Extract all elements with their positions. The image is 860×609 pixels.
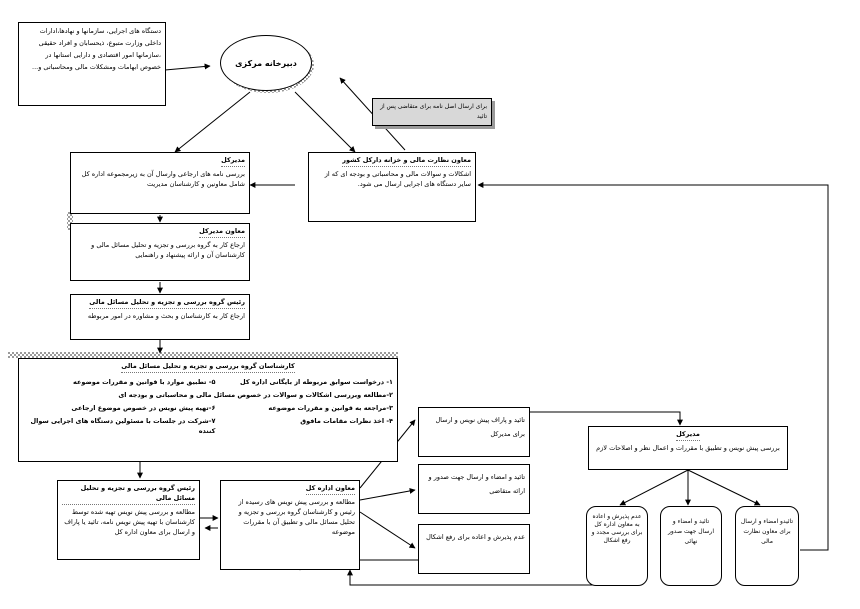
deputy-dg-box: معاون مدیرکل ارجاع کار به گروه بررسی و ت… [70, 223, 250, 281]
dg-bottom-box: مدیرکل بررسی پیش نویس و تطبیق با مقررات … [588, 426, 788, 470]
dg-bottom-body: بررسی پیش نویس و تطبیق با مقررات و اعمال… [596, 444, 780, 452]
dg-bottom-title: مدیرکل [676, 429, 700, 441]
expert-task-5: ۵- تطبیق موارد با قوانین و مقررات موضوعه [73, 378, 216, 386]
secretariat-label: دبیرخانه مرکزی [235, 58, 297, 68]
deputy-dg-body: ارجاع کار به گروه بررسی و تجزیه و تحلیل … [91, 241, 245, 259]
end-reject-box: عدم پذیرش و اعاده به معاون اداره کل برای… [586, 506, 648, 586]
end-reject-text: عدم پذیرش و اعاده به معاون اداره کل برای… [591, 513, 643, 544]
deputy-dg-title: معاون مدیرکل [199, 226, 245, 238]
option-reject-text: عدم پذیرش و اعاده برای رفع اشکال [426, 533, 525, 541]
end-to-deputy-box: تائیدو امضاء و ارسال برای معاون نظارت ما… [735, 506, 799, 586]
arrow-source-to-secretariat [164, 63, 211, 71]
experts-hatch [8, 352, 398, 358]
deputy-bottom-body: مطالعه و بررسی پیش نویس های رسیده از رئی… [238, 498, 355, 536]
option-approve-initial-box: تائید و پاراف پیش نویس و ارسال برای مدیر… [418, 407, 530, 457]
option-reject-box: عدم پذیرش و اعاده برای رفع اشکال [418, 524, 530, 574]
dg-top-title: مدیرکل [221, 155, 245, 167]
expert-task-7: ۷-شرکت در جلسات با مسئولین دستگاه های اج… [30, 417, 216, 435]
original-letter-note: برای ارسال اصل نامه برای متقاضی پس از تا… [372, 98, 492, 126]
end-final-issue-box: تائید و امضاء و ارسال جهت صدور نهائی [660, 506, 722, 586]
experts-box: کارشناسان گروه بررسی و تجزیه و تحلیل مسا… [18, 358, 398, 462]
group-head-top-title: رئیس گروه بررسی و تجزیه و تحلیل مسائل ما… [89, 297, 245, 309]
group-head-top-body: ارجاع کار به کارشناسان و بحث و مشاوره در… [87, 312, 245, 320]
deputy-bottom-box: معاون اداره کل مطالعه و بررسی پیش نویس ه… [220, 480, 360, 570]
secretariat-ellipse: دبیرخانه مرکزی [220, 35, 312, 91]
group-head-bottom-box: رئیس گروه بررسی و تجزیه و تحلیل مسائل ما… [57, 480, 200, 560]
expert-task-1: ۱- درخواست سوابق مربوطه از بایگانی اداره… [240, 378, 393, 386]
option-approve-sign-box: تائید و امضاء و ارسال جهت صدور و ارائه م… [418, 464, 530, 514]
end-final-issue-text: تائید و امضاء و ارسال جهت صدور نهائی [668, 518, 714, 545]
original-letter-note-text: برای ارسال اصل نامه برای متقاضی پس از تا… [380, 103, 487, 120]
option-approve-initial-text: تائید و پاراف پیش نویس و ارسال برای مدیر… [435, 416, 525, 438]
deputy-bottom-title: معاون اداره کل [305, 483, 355, 495]
end-to-deputy-text: تائیدو امضاء و ارسال برای معاون نظارت ما… [740, 518, 794, 545]
experts-title: کارشناسان گروه بررسی و تجزیه و تحلیل مسا… [121, 361, 295, 373]
group-head-bottom-body: مطالعه و بررسی پیش نویس تهیه شده توسط کا… [64, 508, 195, 536]
arrow-secretariat-to-dg [174, 91, 251, 153]
expert-task-4: ۴- اخذ نظرات مقامات مافوق [300, 417, 393, 425]
source-text: دستگاه های اجرایی، سازمانها و نهادها،ادا… [32, 27, 161, 71]
dg-top-body: بررسی نامه های ارجاعی وارسال آن به زیرمج… [81, 170, 245, 188]
expert-task-3: ۳-مراجعه به قوانین و مقررات موضوعه [268, 404, 393, 412]
source-box: دستگاه های اجرایی، سازمانها و نهادها،ادا… [18, 22, 166, 106]
treasury-deputy-title: معاون نظارت مالی و خزانه دارکل کشور [342, 155, 471, 167]
arrow-secretariat-to-deputy [294, 91, 356, 153]
expert-task-2: ۲-مطالعه وبررسی اشکالات و سوالات در خصوص… [118, 391, 393, 399]
group-head-bottom-title: رئیس گروه بررسی و تجزیه و تحلیل مسائل ما… [62, 483, 195, 505]
group-head-top-box: رئیس گروه بررسی و تجزیه و تحلیل مسائل ما… [70, 294, 250, 340]
option-approve-sign-text: تائید و امضاء و ارسال جهت صدور و ارائه م… [428, 473, 525, 495]
dg-top-box: مدیرکل بررسی نامه های ارجاعی وارسال آن ب… [70, 152, 250, 214]
expert-task-6: ۶-تهیه پیش نویس در خصوص موضوع ارجاعی [71, 404, 216, 412]
treasury-deputy-body: اشکالات و سوالات مالی و محاسباتی و بودجه… [324, 170, 471, 188]
treasury-deputy-box: معاون نظارت مالی و خزانه دارکل کشور اشکا… [308, 152, 476, 222]
arrow-return-to-treasury [477, 182, 829, 551]
